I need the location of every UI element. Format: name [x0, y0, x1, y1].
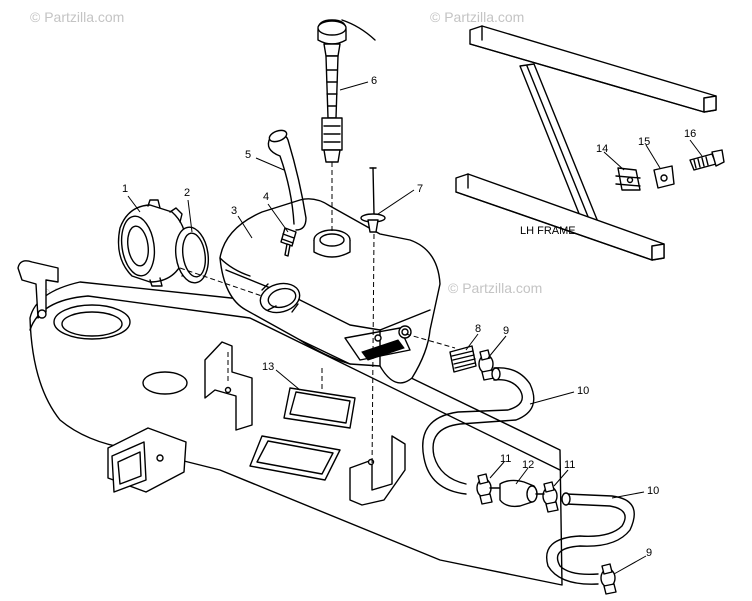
- hose-clamp-right: [542, 481, 559, 513]
- callout-10b: 10: [647, 485, 659, 497]
- fuel-gauge-sender: [317, 19, 376, 163]
- watermark: © Partzilla.com: [448, 280, 542, 296]
- hose-clamp-left: [476, 473, 493, 505]
- fuel-fitting: [449, 345, 477, 373]
- watermark: © Partzilla.com: [430, 9, 524, 25]
- callout-4: 4: [263, 191, 269, 203]
- fuel-tank: [219, 198, 441, 384]
- tank-bracket-center: [204, 341, 253, 431]
- tank-pad: [283, 387, 356, 429]
- callout-15: 15: [638, 136, 650, 148]
- callout-8: 8: [475, 323, 481, 335]
- callout-3: 3: [231, 205, 237, 217]
- callout-12: 12: [522, 459, 534, 471]
- vent-hose: [267, 129, 307, 231]
- watermark: © Partzilla.com: [30, 9, 124, 25]
- frame-rail: [29, 281, 563, 586]
- callout-14: 14: [596, 143, 608, 155]
- fuel-hose-lower: [546, 492, 635, 585]
- fuel-hose-upper: [422, 367, 535, 495]
- callout-9: 9: [503, 325, 509, 337]
- frame-clip: [615, 167, 641, 191]
- hose-clamp-upper: [478, 349, 495, 381]
- alignment-lines: [179, 162, 456, 471]
- leader-lines: [127, 81, 703, 575]
- lh-frame-inset: [455, 25, 717, 261]
- callout-10: 10: [577, 385, 589, 397]
- fuel-cap: [117, 199, 195, 287]
- callout-13: 13: [262, 361, 274, 373]
- mount-bracket-left: [17, 260, 59, 319]
- callout-6: 6: [371, 75, 377, 87]
- callout-7: 7: [417, 183, 423, 195]
- callout-2: 2: [184, 187, 190, 199]
- frame-tube-end: [107, 427, 187, 493]
- frame-bracket: [653, 165, 675, 189]
- fuel-filter: [489, 479, 545, 508]
- tank-pin: [360, 167, 386, 233]
- callout-11b: 11: [564, 459, 575, 471]
- callout-5: 5: [245, 149, 251, 161]
- frame-label: LH FRAME: [520, 225, 576, 237]
- hose-clamp-lower: [600, 563, 617, 595]
- vent-fitting: [280, 227, 297, 257]
- callout-16: 16: [684, 128, 696, 140]
- callout-1: 1: [122, 183, 128, 195]
- frame-bolt: [689, 149, 725, 171]
- callout-11: 11: [500, 453, 511, 465]
- callout-9b: 9: [646, 547, 652, 559]
